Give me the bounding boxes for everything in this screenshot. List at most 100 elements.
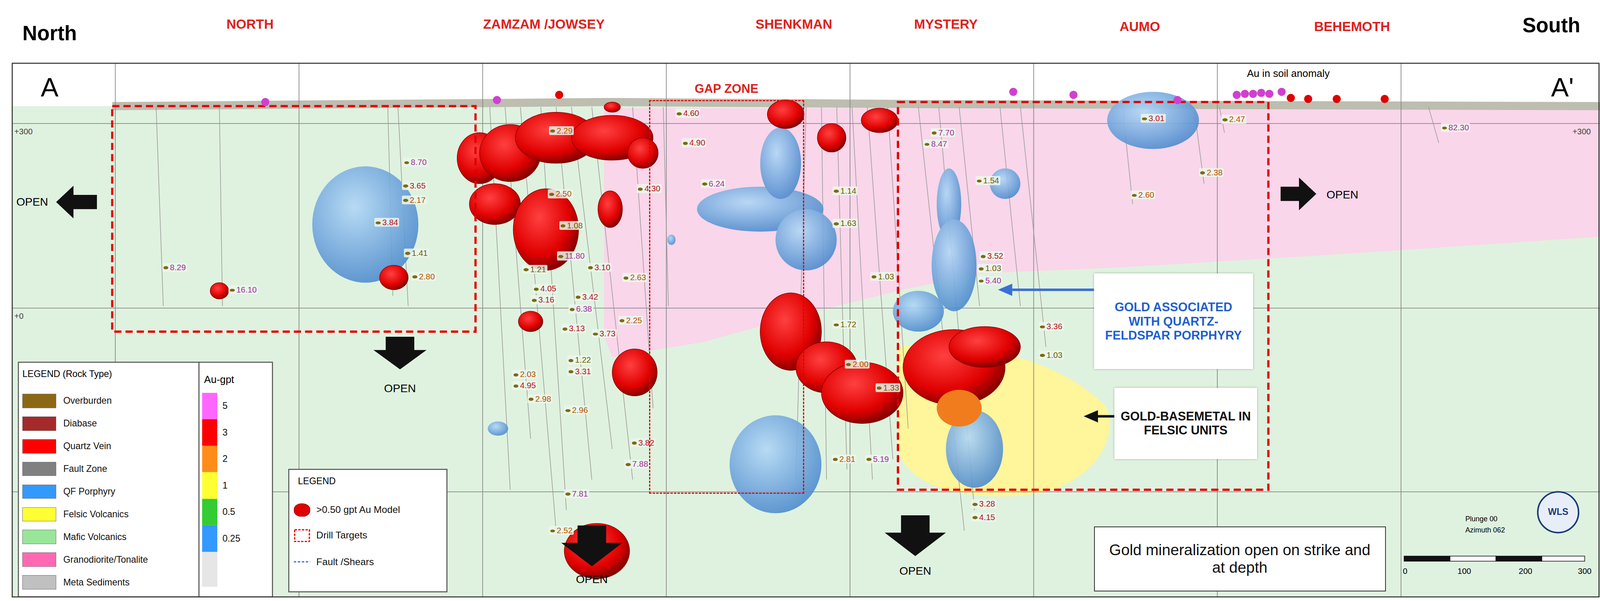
assay-value: 1.14 bbox=[832, 186, 858, 196]
grid-line bbox=[12, 123, 1600, 124]
grid-line bbox=[665, 63, 667, 598]
assay-value: 2.50 bbox=[547, 189, 573, 199]
scale-number: 200 bbox=[1518, 566, 1533, 577]
open-label: OPEN bbox=[16, 195, 49, 209]
gold-model-shell bbox=[518, 311, 543, 332]
section-frame bbox=[12, 63, 1600, 598]
company-logo bbox=[1537, 492, 1579, 533]
legend-entry: >0.50 gpt Au Model bbox=[293, 503, 400, 517]
assay-value: 4.95 bbox=[512, 381, 538, 391]
porphyry-body bbox=[1107, 91, 1199, 149]
assay-value: 1.63 bbox=[832, 218, 858, 229]
legend-text: >0.50 gpt Au Model bbox=[316, 504, 400, 516]
soil-sample-dot bbox=[1304, 94, 1313, 103]
legend-text: Quartz Vein bbox=[63, 441, 112, 452]
grade-swatch bbox=[202, 392, 218, 420]
note-label: Au in soil anomaly bbox=[1246, 67, 1330, 79]
gold-model-shell bbox=[604, 102, 621, 113]
assay-value: 8.70 bbox=[403, 157, 428, 168]
legend-entry: Meta Sediments bbox=[22, 575, 130, 590]
grid-line bbox=[12, 63, 1600, 598]
legend-title: LEGEND bbox=[297, 476, 336, 487]
assay-value: 3.01 bbox=[1140, 114, 1166, 124]
drill-hole bbox=[156, 107, 1439, 532]
grade-swatch bbox=[202, 525, 218, 553]
porphyry-body bbox=[487, 421, 508, 436]
gold-model-shell bbox=[210, 282, 229, 300]
porphyry-body bbox=[729, 415, 822, 514]
assay-value: 2.98 bbox=[527, 394, 553, 404]
callout-arrow bbox=[1083, 410, 1099, 423]
gold-model-shell bbox=[817, 123, 847, 153]
drill-target-box bbox=[897, 102, 1269, 491]
soil-sample-dot bbox=[1257, 88, 1266, 97]
assay-value: 2.63 bbox=[622, 273, 648, 283]
assay-value: 4.15 bbox=[971, 512, 996, 522]
assay-value: 3.36 bbox=[1038, 322, 1064, 332]
legend-text: 3 bbox=[222, 427, 228, 438]
legend-swatch bbox=[293, 503, 311, 517]
assay-value: 2.29 bbox=[549, 125, 574, 136]
legend-swatch bbox=[22, 462, 56, 477]
zone-name: NORTH bbox=[226, 17, 274, 32]
porphyry-body bbox=[931, 219, 977, 311]
callout-arrow bbox=[1096, 415, 1115, 418]
elevation-label: +300 bbox=[14, 127, 33, 137]
gold-model-shell bbox=[612, 349, 658, 397]
logo-text: WLS bbox=[1547, 507, 1569, 518]
grid-line bbox=[1033, 63, 1035, 598]
legend-text: 0.25 bbox=[222, 533, 241, 544]
soil-sample-dot bbox=[1249, 89, 1258, 98]
legend-text: 5 bbox=[222, 401, 228, 412]
gold-model-shell bbox=[379, 265, 409, 290]
legend-text: 1 bbox=[222, 480, 228, 491]
elevation-label: +300 bbox=[1572, 127, 1591, 137]
drill-hole bbox=[1428, 107, 1439, 144]
gold-model-shell bbox=[210, 100, 1021, 579]
legend-text: Granodiorite/Tonalite bbox=[63, 554, 148, 565]
assay-value: 1.54 bbox=[975, 176, 1001, 186]
gold-model-shell bbox=[469, 183, 521, 225]
legend-entry: Granodiorite/Tonalite bbox=[22, 553, 148, 568]
legend-text: Meta Sediments bbox=[63, 577, 130, 588]
company-logo bbox=[1537, 492, 1579, 533]
porphyry-body bbox=[760, 127, 801, 199]
assay-value: 3.52 bbox=[979, 251, 1005, 261]
legend-entry: Quartz Vein bbox=[22, 439, 112, 454]
legend-entry: 3 bbox=[202, 419, 228, 447]
drill-hole bbox=[540, 107, 567, 511]
drill-hole bbox=[852, 107, 873, 480]
legend-entry: 1 bbox=[202, 472, 228, 500]
legend-text: Felsic Volcanics bbox=[63, 509, 129, 520]
legend-text: QF Porphyry bbox=[63, 486, 116, 497]
fault-line-sample bbox=[293, 561, 311, 563]
scale-bar bbox=[1450, 556, 1496, 562]
assay-value: 3.13 bbox=[561, 324, 587, 334]
gold-model-shell bbox=[948, 326, 1021, 368]
soil-sample-dot bbox=[261, 87, 1389, 107]
legend-entry: Fault /Shears bbox=[293, 556, 374, 568]
assay-value: 2.03 bbox=[512, 369, 538, 380]
grid-line bbox=[1400, 63, 1402, 598]
legend-text: Diabase bbox=[63, 418, 97, 429]
assay-value: 2.96 bbox=[564, 405, 589, 416]
legend-frame bbox=[198, 362, 273, 598]
dashed-box-sample bbox=[293, 529, 311, 543]
grade-swatch bbox=[202, 419, 218, 447]
soil-sample-dot bbox=[1332, 94, 1341, 103]
drill-hole bbox=[821, 107, 827, 480]
zone-title: GAP ZONE bbox=[650, 82, 803, 96]
direction-label: North bbox=[22, 22, 77, 45]
assay-value: 1.03 bbox=[1038, 350, 1064, 360]
grid-line bbox=[849, 63, 851, 598]
view-note: Plunge 00 bbox=[1465, 515, 1498, 524]
soil-sample-dot bbox=[554, 90, 563, 99]
callout-text: GOLD-BASEMETAL IN FELSIC UNITS bbox=[1119, 409, 1252, 438]
scale-bar bbox=[1495, 556, 1542, 562]
assay-value: 8.29 bbox=[162, 262, 187, 272]
section-end: A' bbox=[1550, 73, 1574, 103]
assay-value: 2.60 bbox=[1130, 190, 1156, 200]
porphyry-body bbox=[892, 291, 944, 332]
legend-text: Fault Zone bbox=[63, 464, 108, 475]
